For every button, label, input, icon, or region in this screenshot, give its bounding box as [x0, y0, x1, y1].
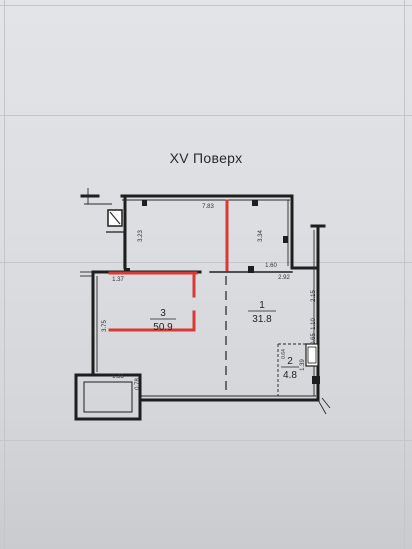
dim-ledge-right-b: 2.92	[278, 275, 290, 281]
dim-bottom-small: 0.78	[135, 378, 141, 390]
room-1-number: 1	[259, 300, 265, 311]
shaft	[74, 373, 142, 421]
dim-right-upper: 3.34	[258, 230, 264, 242]
bathroom-fixtures	[305, 343, 319, 367]
dim-left-side: 3.75	[102, 320, 108, 332]
dim-top-width: 7.83	[202, 204, 214, 210]
shaft-inner	[83, 381, 133, 413]
dim-right-small-a: 1.10	[311, 318, 317, 330]
dim-wc-mark: 0.64	[281, 349, 287, 359]
dim-ledge-right-a: 1.60	[265, 263, 277, 269]
room-3-number: 3	[160, 308, 166, 319]
corner-stub	[321, 397, 331, 409]
column	[312, 376, 320, 384]
dim-left-upper: 3.23	[138, 230, 144, 242]
room-2-number: 2	[287, 356, 293, 367]
shower-inner	[307, 346, 317, 364]
grid-line	[0, 115, 412, 116]
dim-ledge-left: 1.37	[112, 277, 124, 283]
column	[142, 200, 147, 206]
grid-line	[4, 0, 5, 549]
grid-line	[0, 5, 412, 6]
column	[283, 236, 288, 243]
floor-title: XV Поверх	[169, 150, 243, 166]
dim-right-small-b: 0.65	[311, 333, 317, 345]
room-3-area: 50.9	[153, 322, 173, 333]
red-partitions	[108, 199, 229, 332]
room-2-area: 4.8	[283, 370, 297, 381]
columns	[124, 200, 320, 384]
column	[252, 200, 258, 206]
grid-line	[0, 440, 412, 441]
column	[248, 266, 254, 273]
niche-diagonal	[109, 211, 121, 225]
wall-fragment	[106, 231, 125, 268]
shower-fixture	[305, 343, 319, 367]
grid-line	[0, 262, 412, 263]
grid-line	[404, 0, 405, 549]
corner-stub	[317, 399, 327, 415]
dim-right-lower: 1.39	[300, 359, 306, 371]
dim-right-side: 2.15	[311, 290, 317, 302]
column	[124, 268, 130, 274]
dim-bottom-left: 1.35	[112, 374, 124, 380]
left-fragments	[106, 209, 125, 268]
room-1-area: 31.8	[252, 314, 272, 325]
